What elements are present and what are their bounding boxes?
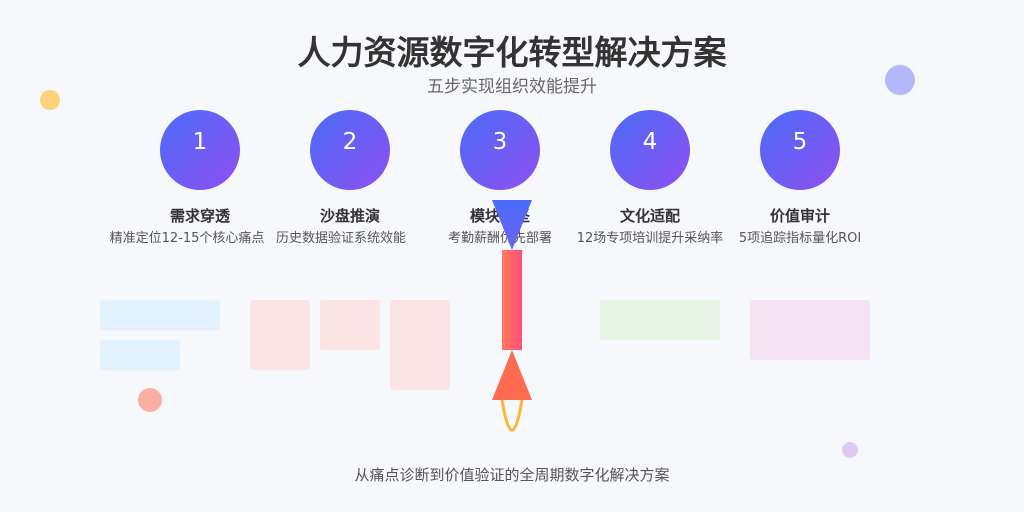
step-1-title: 需求穿透 <box>169 207 230 225</box>
step-3-number: 3 <box>492 129 508 155</box>
block-pink-1 <box>250 300 310 370</box>
step-1-desc: 精准定位12-15个核心痛点 <box>109 231 265 246</box>
block-blue-wide <box>100 300 220 330</box>
step-2-number: 2 <box>342 129 358 155</box>
decor-dot-blue <box>885 65 915 95</box>
step-4-title: 文化适配 <box>619 207 680 225</box>
decor-dot-yellow <box>40 90 60 110</box>
page-subtitle: 五步实现组织效能提升 <box>427 77 597 97</box>
step-4-desc: 12场专项培训提升采纳率 <box>576 231 724 246</box>
step-4-circle: 4 <box>610 110 690 190</box>
step-1-number: 1 <box>192 129 208 155</box>
block-purple <box>750 300 870 360</box>
rocket-flame <box>500 399 524 432</box>
step-4-number: 4 <box>642 129 658 155</box>
step-5-title: 价值审计 <box>769 207 830 225</box>
rocket-nose <box>492 200 532 250</box>
block-blue-small <box>100 340 180 370</box>
step-3-desc: 考勤薪酬优先部署 <box>447 231 552 246</box>
decor-dot-lavender <box>842 442 858 458</box>
step-2-desc: 历史数据验证系统效能 <box>275 231 406 246</box>
decor-dot-salmon <box>138 388 162 412</box>
step-5-circle: 5 <box>760 110 840 190</box>
rocket-fin <box>492 350 532 400</box>
rocket-icon <box>492 200 532 432</box>
step-5-number: 5 <box>792 129 808 155</box>
block-pink-3 <box>390 300 450 390</box>
step-3-circle: 3 <box>460 110 540 190</box>
rocket-body <box>502 250 522 350</box>
step-2-title: 沙盘推演 <box>319 207 380 225</box>
block-pink-2 <box>320 300 380 350</box>
step-2-circle: 2 <box>310 110 390 190</box>
page-title: 人力资源数字化转型解决方案 <box>297 33 727 72</box>
block-green <box>600 300 720 340</box>
footer-text: 从痛点诊断到价值验证的全周期数字化解决方案 <box>354 466 670 484</box>
step-1-circle: 1 <box>160 110 240 190</box>
step-5-desc: 5项追踪指标量化ROI <box>738 231 862 246</box>
